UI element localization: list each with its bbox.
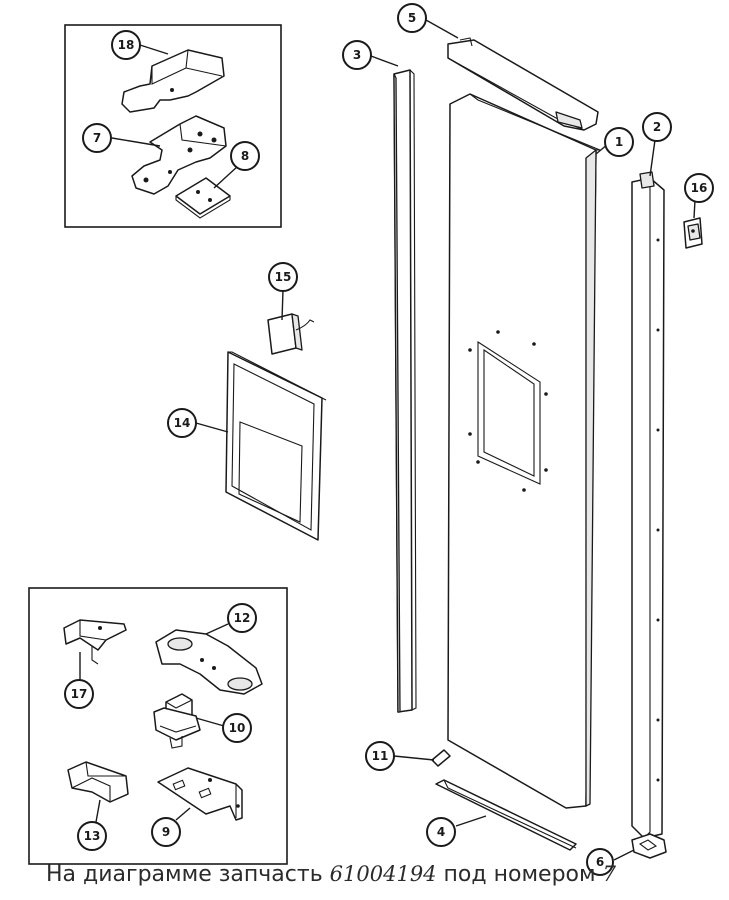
svg-text:12: 12 [234, 611, 251, 625]
svg-text:16: 16 [691, 181, 708, 195]
part-8-hinge-shim [175, 177, 231, 219]
svg-text:14: 14 [174, 416, 191, 430]
part-4-bottom-trim [435, 779, 577, 851]
caption-middle: под номером [443, 862, 596, 887]
caption-prefix: На диаграмме запчасть [46, 862, 323, 887]
bottom-hinge-inset-box [28, 587, 288, 865]
svg-text:18: 18 [118, 38, 135, 52]
svg-text:11: 11 [372, 749, 389, 763]
caption-part-number: 61004194 [329, 862, 437, 886]
callout-8: 8 [230, 141, 260, 171]
callout-14: 14 [167, 408, 197, 438]
callout-11: 11 [365, 741, 395, 771]
part-15-module [267, 313, 315, 355]
callout-17: 17 [64, 679, 94, 709]
svg-text:3: 3 [353, 48, 361, 62]
svg-text:7: 7 [93, 131, 101, 145]
part-14-dispenser-frame [225, 351, 327, 541]
part-6-bottom-cap [631, 833, 667, 859]
part-17-bracket [63, 619, 127, 665]
caption: На диаграмме запчасть 61004194 под номер… [46, 862, 616, 896]
part-2-channel [631, 171, 665, 839]
callout-1: 1 [604, 127, 634, 157]
svg-text:10: 10 [229, 721, 246, 735]
hinge-inset-box [64, 24, 282, 228]
callout-7: 7 [82, 123, 112, 153]
part-12-hinge-arm [155, 629, 263, 695]
callout-2: 2 [642, 112, 672, 142]
svg-text:13: 13 [84, 829, 101, 843]
callout-3: 3 [342, 40, 372, 70]
part-11-spacer [431, 749, 451, 767]
svg-text:6: 6 [596, 855, 604, 869]
part-3-trim-strip [393, 69, 417, 713]
leader-lines [79, 19, 696, 861]
callout-12: 12 [227, 603, 257, 633]
svg-text:5: 5 [408, 11, 416, 25]
part-10-hinge-pin [153, 693, 201, 749]
callout-18: 18 [111, 30, 141, 60]
callout-10: 10 [222, 713, 252, 743]
callout-5: 5 [397, 3, 427, 33]
svg-text:1: 1 [615, 135, 623, 149]
part-9-hinge-bracket [157, 767, 243, 821]
part-18-hinge-cover [121, 49, 225, 113]
part-13-clip [67, 761, 129, 803]
callout-15: 15 [268, 262, 298, 292]
part-16-clip [683, 217, 703, 249]
svg-text:2: 2 [653, 120, 661, 134]
svg-text:15: 15 [275, 270, 292, 284]
svg-text:17: 17 [71, 687, 88, 701]
callout-16: 16 [684, 173, 714, 203]
part-1-door-panel [447, 93, 601, 809]
svg-text:8: 8 [241, 149, 249, 163]
svg-text:4: 4 [437, 825, 445, 839]
caption-item-number: 7 [602, 862, 616, 886]
callout-9: 9 [151, 817, 181, 847]
callout-13: 13 [77, 821, 107, 851]
svg-text:9: 9 [162, 825, 170, 839]
part-7-hinge-plate [131, 115, 227, 195]
callout-4: 4 [426, 817, 456, 847]
callout-6: 6 [586, 848, 614, 876]
part-5-top-cap [447, 37, 599, 131]
